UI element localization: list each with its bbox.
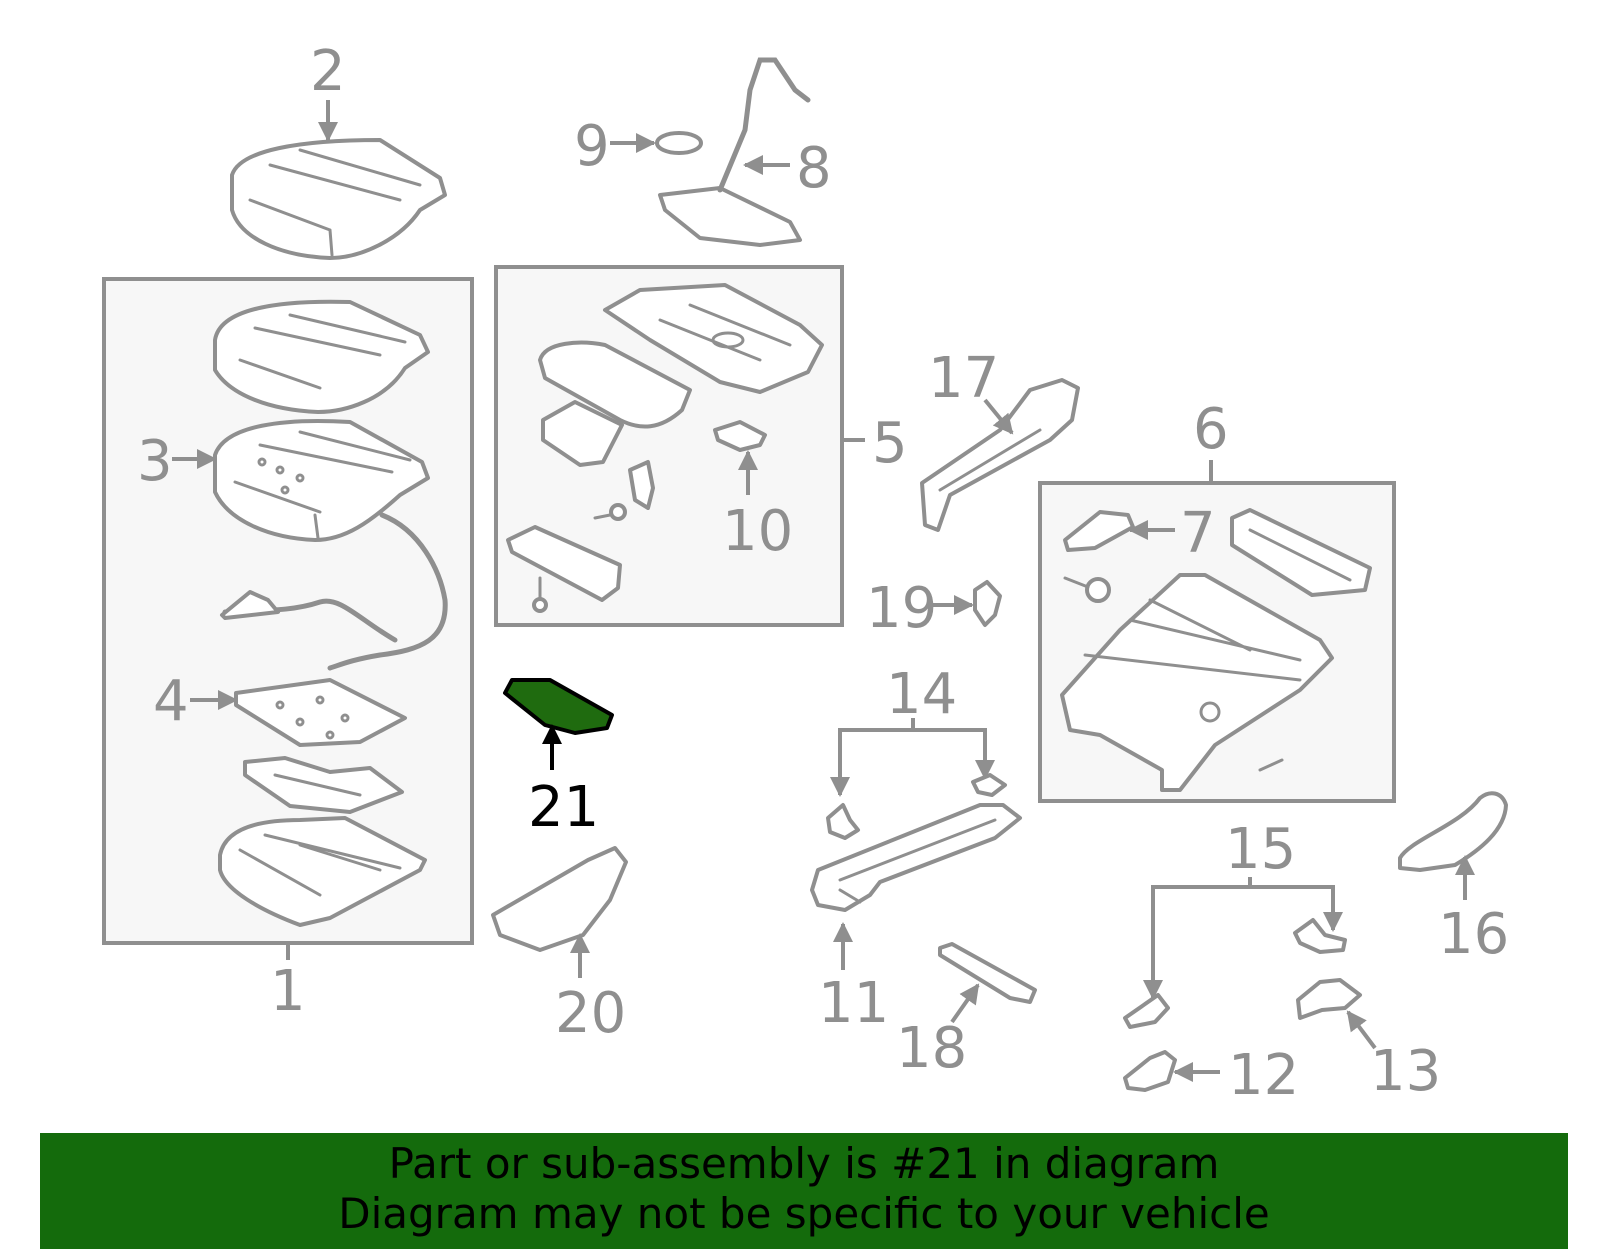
info-banner: Part or sub-assembly is #21 in diagram D… bbox=[40, 1133, 1568, 1245]
callout-17: 17 bbox=[928, 346, 999, 411]
part-13-bracket bbox=[1296, 978, 1362, 1020]
callout-1: 1 bbox=[270, 959, 306, 1024]
callout-11: 11 bbox=[818, 971, 889, 1036]
callout-13: 13 bbox=[1370, 1039, 1441, 1104]
leader-18 bbox=[950, 983, 980, 1024]
callout-5: 5 bbox=[872, 411, 908, 476]
part-21-highlighted bbox=[503, 678, 614, 735]
part-18-trim-strip bbox=[938, 942, 1037, 1004]
part-10-motor bbox=[713, 420, 767, 452]
part-8-back-panel bbox=[658, 57, 811, 247]
part-15-clip-left bbox=[1123, 993, 1170, 1029]
part-2-seat-cover bbox=[230, 138, 447, 260]
part-20-trim-cover bbox=[491, 846, 628, 952]
part-14-clip-right bbox=[971, 773, 1007, 797]
callout-21: 21 bbox=[528, 775, 599, 840]
part-seat-adjuster-frame bbox=[1060, 573, 1334, 792]
part-cushion-extension bbox=[538, 340, 692, 429]
callout-18: 18 bbox=[896, 1016, 967, 1081]
part-module bbox=[541, 400, 624, 467]
part-seat-cover-inner bbox=[213, 299, 430, 414]
callout-14: 14 bbox=[886, 662, 957, 727]
leader-17 bbox=[983, 398, 1014, 435]
banner-line-1: Part or sub-assembly is #21 in diagram bbox=[388, 1139, 1220, 1188]
banner-background bbox=[40, 1133, 1568, 1249]
part-9-washer bbox=[655, 131, 703, 155]
part-14-clip-left bbox=[826, 803, 860, 840]
callout-8: 8 bbox=[796, 136, 832, 201]
part-track-rail bbox=[1230, 508, 1372, 597]
part-19-clip bbox=[973, 580, 1002, 627]
callout-20: 20 bbox=[555, 981, 626, 1046]
part-3-seat-cushion bbox=[213, 418, 430, 542]
callout-3: 3 bbox=[137, 429, 173, 494]
callout-19: 19 bbox=[866, 576, 937, 641]
callout-16: 16 bbox=[1438, 902, 1509, 967]
part-bracket-small bbox=[628, 460, 655, 510]
part-16-handle bbox=[1398, 791, 1508, 872]
part-heater-mat bbox=[243, 756, 404, 814]
part-harness bbox=[220, 512, 448, 671]
part-trim-panel bbox=[506, 525, 622, 602]
part-bolt-box6 bbox=[1063, 576, 1111, 603]
callout-9: 9 bbox=[574, 114, 610, 179]
part-cushion-frame bbox=[603, 283, 824, 394]
part-seat-pan bbox=[218, 816, 427, 927]
part-11-track-cover bbox=[810, 803, 1022, 912]
callout-15: 15 bbox=[1225, 817, 1296, 882]
banner-line-2: Diagram may not be specific to your vehi… bbox=[338, 1189, 1270, 1238]
callout-2: 2 bbox=[310, 39, 346, 104]
part-15-clip-right bbox=[1293, 918, 1347, 954]
part-12-clip bbox=[1123, 1050, 1177, 1092]
leader-14 bbox=[830, 728, 995, 797]
leader-13 bbox=[1346, 1010, 1377, 1050]
callout-10: 10 bbox=[722, 499, 793, 564]
callout-7: 7 bbox=[1180, 501, 1216, 566]
part-screw-box5 bbox=[532, 576, 548, 613]
callout-12: 12 bbox=[1228, 1043, 1299, 1108]
callout-4: 4 bbox=[153, 669, 189, 734]
part-bolt-box5 bbox=[593, 503, 627, 521]
callout-6: 6 bbox=[1193, 397, 1229, 462]
leader-15 bbox=[1143, 885, 1343, 1000]
part-17-side-shield bbox=[920, 378, 1080, 532]
